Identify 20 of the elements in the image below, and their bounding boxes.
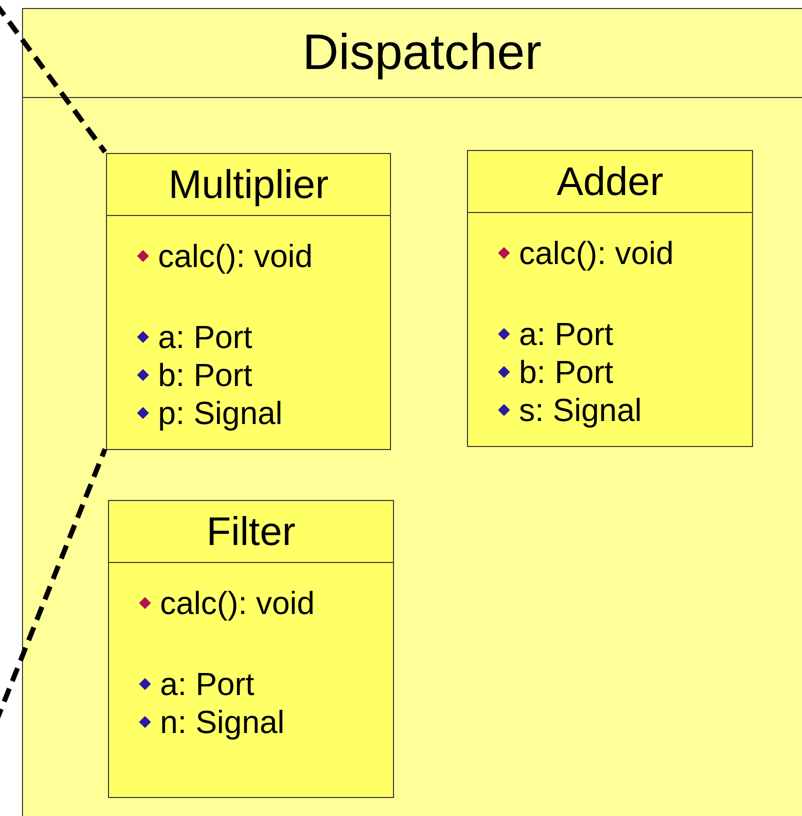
attribute-text: a: Port (158, 319, 252, 355)
attribute-text: p: Signal (158, 395, 283, 431)
package-box (22, 8, 802, 816)
operation-text: calc(): void (158, 238, 313, 274)
class-name: Adder (556, 158, 664, 204)
operation-text: calc(): void (519, 235, 674, 271)
attribute-text: s: Signal (519, 392, 642, 428)
class-box (106, 153, 391, 450)
attribute-text: n: Signal (160, 704, 285, 740)
operation-text: calc(): void (160, 585, 315, 621)
attribute-text: a: Port (519, 316, 614, 352)
dashed-connector (0, 2, 108, 154)
class-name: Dispatcher (302, 24, 542, 82)
attribute-text: b: Port (158, 357, 252, 393)
class-name: Filter (206, 508, 296, 554)
attribute-text: b: Port (519, 354, 614, 390)
class-name: Multiplier (167, 162, 330, 208)
attribute-text: a: Port (160, 666, 254, 702)
class-box (467, 150, 753, 447)
class-box (108, 500, 394, 798)
